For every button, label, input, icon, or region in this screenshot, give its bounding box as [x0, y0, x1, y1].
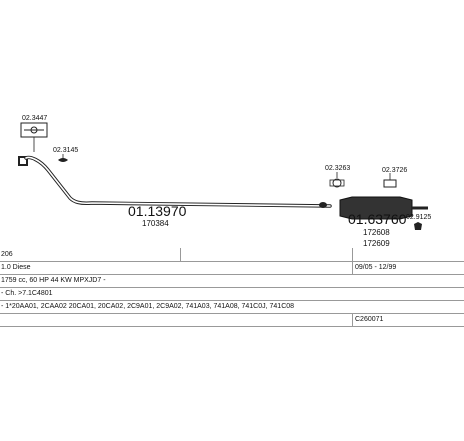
- engine-codes: - 1*20AA01, 2CAA02 20CA01, 20CA02, 2C9A0…: [1, 303, 295, 310]
- spec-row-engine: 1759 cc, 60 HP 44 KW MPXJD7 -: [0, 274, 464, 288]
- spec-row-variant: 1.0 Diese 09/05 - 12/99: [0, 261, 464, 275]
- part-number-rear-silencer: 01.63760: [348, 211, 407, 227]
- chassis-spec: - Ch. >7.1C4801: [1, 290, 53, 297]
- gasket-icon: [58, 158, 68, 162]
- clamp-icon: [383, 179, 397, 188]
- catalog-code: C260071: [355, 316, 384, 323]
- part-label-clamp-right: 02.3726: [382, 167, 407, 174]
- hanger-icon: [414, 222, 422, 230]
- rear-silencer: [339, 196, 413, 220]
- part-label-clamp-top: 02.3447: [22, 115, 47, 122]
- part-label-clamp-small-left: 02.3145: [53, 147, 78, 154]
- part-ref-rear-silencer-1: 172608: [363, 228, 390, 237]
- part-label-clamp-far-right: 02.9125: [406, 214, 431, 221]
- part-ref-rear-silencer-2: 172609: [363, 239, 390, 248]
- spec-row-catalog: C260071: [0, 313, 464, 327]
- model-name: 206: [1, 251, 13, 258]
- clamp-icon: [332, 178, 342, 188]
- spec-row-model: 206: [0, 248, 464, 262]
- part-ref-front-pipe: 170384: [142, 219, 169, 228]
- spec-row-codes: - 1*20AA01, 2CAA02 20CA01, 20CA02, 2C9A0…: [0, 300, 464, 314]
- part-number-front-pipe: 01.13970: [128, 203, 187, 219]
- part-label-clamp-mid: 02.3263: [325, 165, 350, 172]
- variant-name: 1.0 Diese: [1, 264, 31, 271]
- engine-spec: 1759 cc, 60 HP 44 KW MPXJD7 -: [1, 277, 106, 284]
- production-dates: 09/05 - 12/99: [355, 264, 397, 271]
- spec-row-chassis: - Ch. >7.1C4801: [0, 287, 464, 301]
